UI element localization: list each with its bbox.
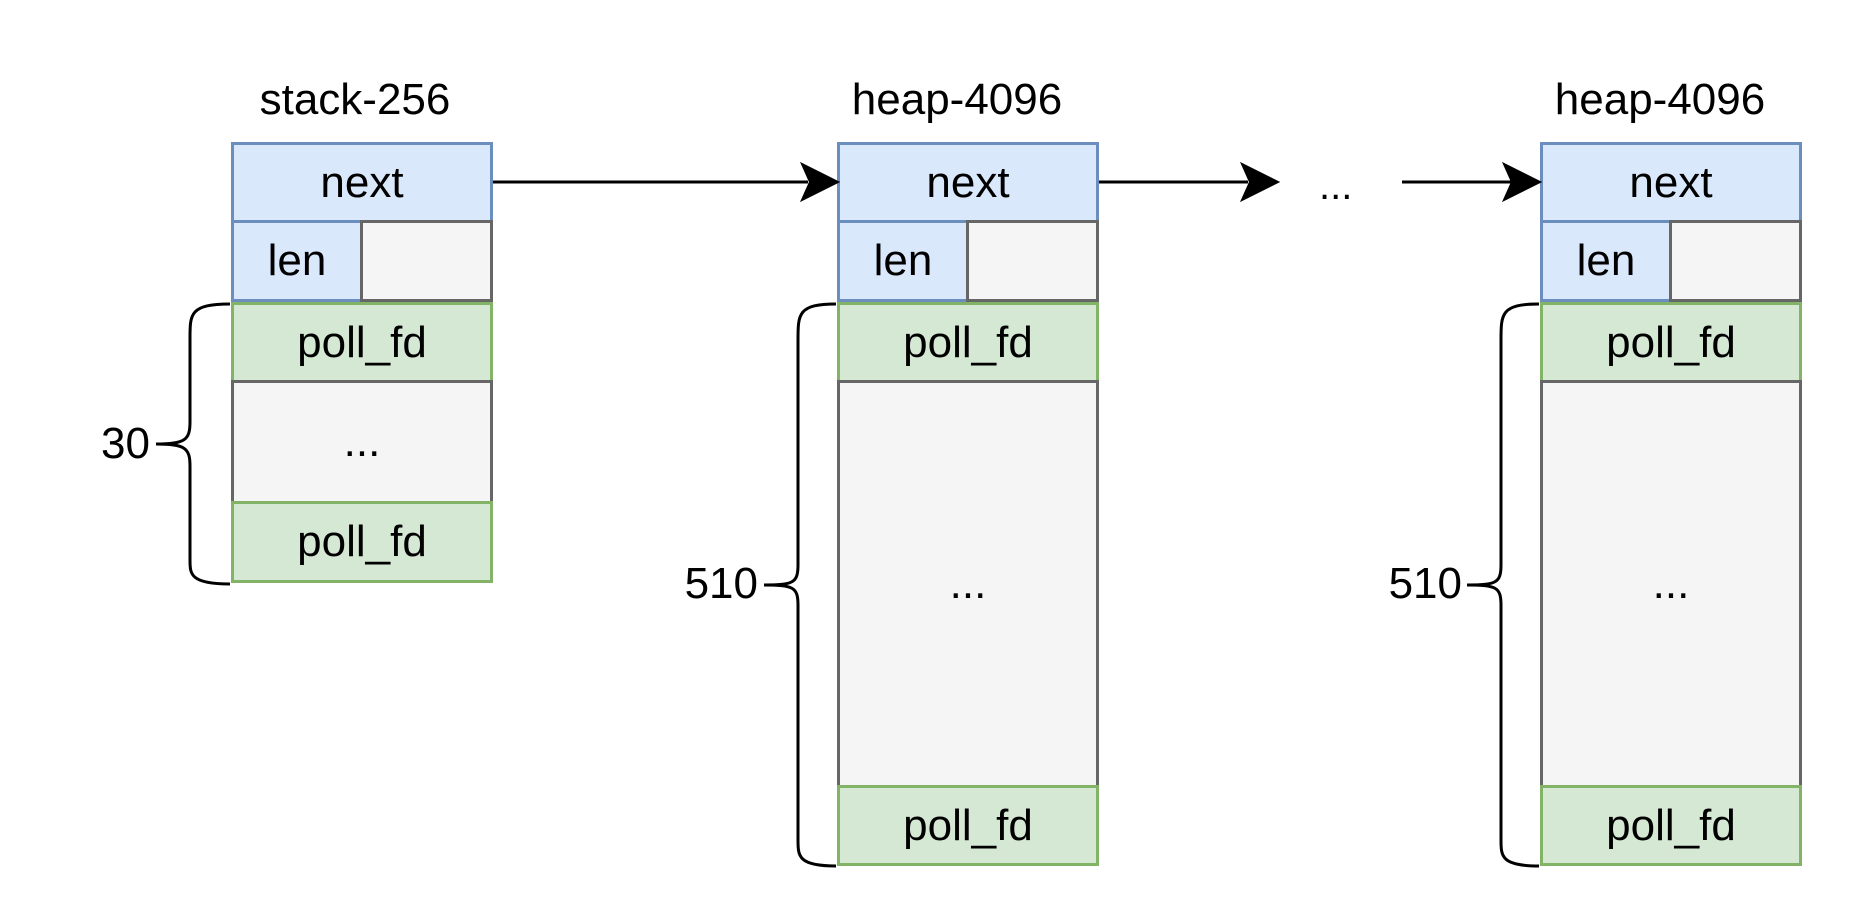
padding-field (1669, 220, 1802, 302)
node-title: stack-256 (259, 75, 451, 124)
entry-count: 30 (101, 419, 150, 468)
poll-fd-entry-first: poll_fd (231, 302, 493, 383)
count-brace (763, 302, 837, 868)
next-field: next (1540, 142, 1802, 223)
arrowhead (799, 161, 841, 203)
entries-ellipsis: ... (837, 380, 1099, 788)
padding-field (360, 220, 493, 302)
node-title: heap-4096 (851, 75, 1063, 124)
entries-ellipsis: ... (231, 380, 493, 504)
padding-field (966, 220, 1099, 302)
len-field: len (1540, 220, 1672, 302)
entry-count: 510 (1388, 559, 1462, 608)
count-brace (155, 302, 231, 586)
node-title: heap-4096 (1554, 75, 1766, 124)
entry-count: 510 (684, 559, 758, 608)
poll-fd-entry-last: poll_fd (231, 501, 493, 583)
next-field: next (231, 142, 493, 223)
poll-fd-entry-first: poll_fd (1540, 302, 1802, 383)
arrowhead (1501, 161, 1543, 203)
arrowhead (1239, 161, 1281, 203)
omitted-nodes-ellipsis: ... (1319, 164, 1353, 208)
poll-fd-entry-last: poll_fd (1540, 785, 1802, 866)
entries-ellipsis: ... (1540, 380, 1802, 788)
len-field: len (837, 220, 969, 302)
poll-fd-entry-first: poll_fd (837, 302, 1099, 383)
count-brace (1466, 302, 1540, 868)
poll-fd-entry-last: poll_fd (837, 785, 1099, 866)
